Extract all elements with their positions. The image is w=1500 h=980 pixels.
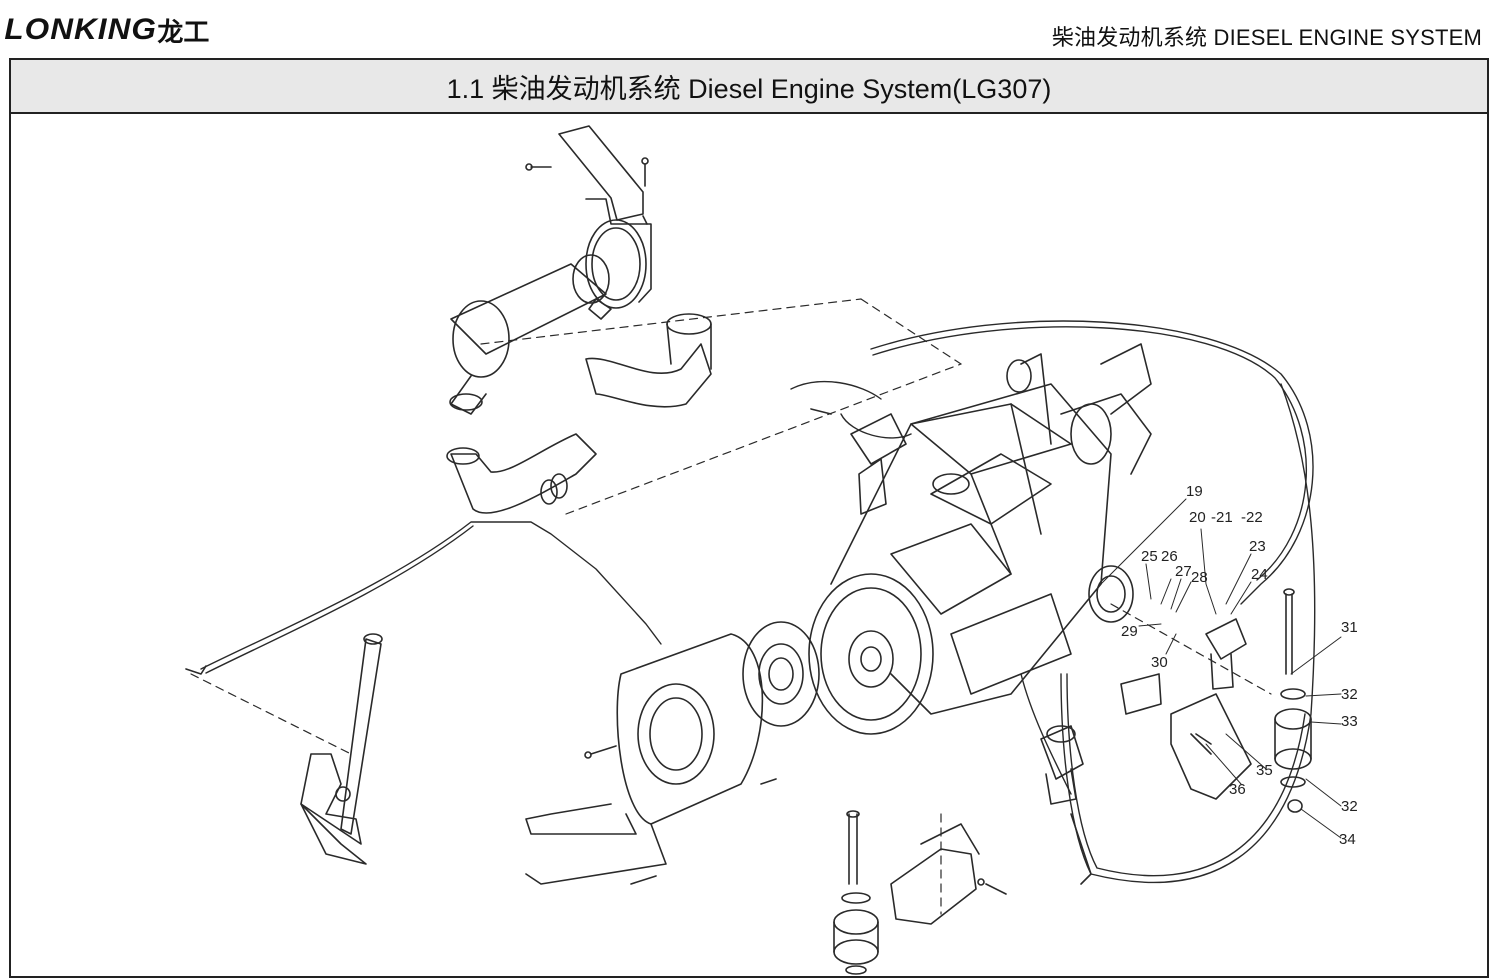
air-filter-bracket <box>525 125 652 309</box>
callout-32b: 32 <box>1341 798 1358 815</box>
callout-20: 20 <box>1189 509 1206 526</box>
intake-hoses <box>446 313 712 514</box>
callout-28: 28 <box>1191 569 1208 586</box>
clutch-disc <box>742 621 820 727</box>
accelerator-pedal <box>185 633 383 865</box>
diagram-frame: 1.1 柴油发动机系统 Diesel Engine System(LG307) <box>9 58 1489 978</box>
callout-35: 35 <box>1256 762 1273 779</box>
mount-bracket-bottom <box>890 823 1007 925</box>
wiring-harness <box>790 320 1316 883</box>
callout-36: 36 <box>1229 781 1246 798</box>
engine-mount-right <box>1274 588 1312 813</box>
callout-25: 25 <box>1141 548 1158 565</box>
callout-24: 24 <box>1251 566 1268 583</box>
callout-30: 30 <box>1151 654 1168 671</box>
callout-21: -21 <box>1211 509 1233 526</box>
callout-29: 29 <box>1121 623 1138 640</box>
flywheel <box>808 573 934 735</box>
brand-name: LONKING <box>4 13 157 46</box>
air-filter <box>449 254 612 415</box>
bolts <box>584 408 1212 885</box>
engine-mount-bottom <box>833 810 879 975</box>
callout-34: 34 <box>1339 831 1356 848</box>
title-bar: 1.1 柴油发动机系统 Diesel Engine System(LG307) <box>11 60 1487 114</box>
brand-name-cn: 龙工 <box>157 17 210 48</box>
callout-22: -22 <box>1241 509 1263 526</box>
throttle-cable <box>200 521 662 674</box>
fuel-filter <box>1040 725 1092 885</box>
callout-19: 19 <box>1186 483 1203 500</box>
callout-26: 26 <box>1161 548 1178 565</box>
exploded-engine-diagram: 19 20 -21 -22 23 24 25 26 27 28 29 30 31… <box>185 125 1358 975</box>
flywheel-housing <box>525 633 764 885</box>
callout-33: 33 <box>1341 713 1358 730</box>
callout-27: 27 <box>1175 563 1192 580</box>
callout-leaders <box>1100 498 1342 839</box>
brand-logo: LONKING 龙工 <box>4 12 210 48</box>
callout-23: 23 <box>1249 538 1266 555</box>
callout-32a: 32 <box>1341 686 1358 703</box>
water-separator <box>1205 618 1247 690</box>
engine-block <box>830 343 1152 715</box>
mount-bracket-right <box>1120 673 1252 800</box>
section-header: 柴油发动机系统 DIESEL ENGINE SYSTEM <box>1051 25 1482 50</box>
page-title: 1.1 柴油发动机系统 Diesel Engine System(LG307) <box>446 73 1052 104</box>
callout-31: 31 <box>1341 619 1358 636</box>
